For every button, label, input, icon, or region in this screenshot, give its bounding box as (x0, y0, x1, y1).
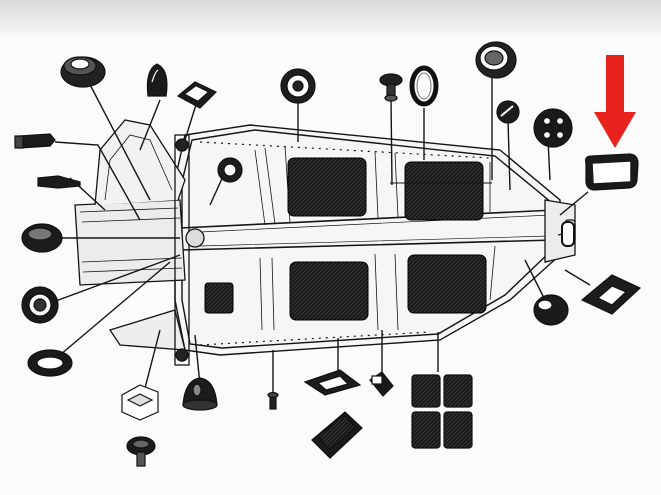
bracket-mount-part (121, 384, 159, 421)
round-cap-part (280, 68, 316, 104)
rod-boot-part (37, 175, 81, 189)
paper-top-shade (0, 0, 661, 40)
wedge-mount-part (580, 274, 642, 315)
drum-bushing-part (21, 223, 63, 253)
red-down-arrow-icon (594, 55, 636, 148)
ribbed-bushing-part (21, 286, 59, 324)
stack-pad-part (311, 411, 363, 459)
rectangular-gasket-part (585, 153, 639, 191)
tapered-plug-part (533, 294, 569, 326)
floor-recess-panels (204, 157, 487, 321)
slotted-grommet-part (561, 221, 575, 247)
square-pad-part (176, 81, 218, 109)
mushroom-plug-part (379, 73, 403, 102)
front-axle-assembly (74, 119, 205, 366)
small-button-part (496, 100, 520, 124)
dome-mount-part (182, 377, 218, 411)
oval-grommet-part (27, 349, 73, 377)
cable-boot-part (14, 133, 56, 149)
large-grommet-part (60, 56, 106, 88)
four-hole-mount-part (533, 108, 573, 148)
screw-part (267, 391, 279, 410)
fold-pad-part (303, 369, 362, 396)
stud-bushing-part (126, 436, 156, 467)
cup-bushing-part (475, 41, 517, 79)
boot-clip-part (369, 371, 394, 397)
bullet-boot-part (146, 63, 168, 97)
floor-mats-part (411, 374, 473, 449)
o-ring-part (409, 65, 439, 107)
chassis-round-grommet-part (217, 157, 243, 183)
